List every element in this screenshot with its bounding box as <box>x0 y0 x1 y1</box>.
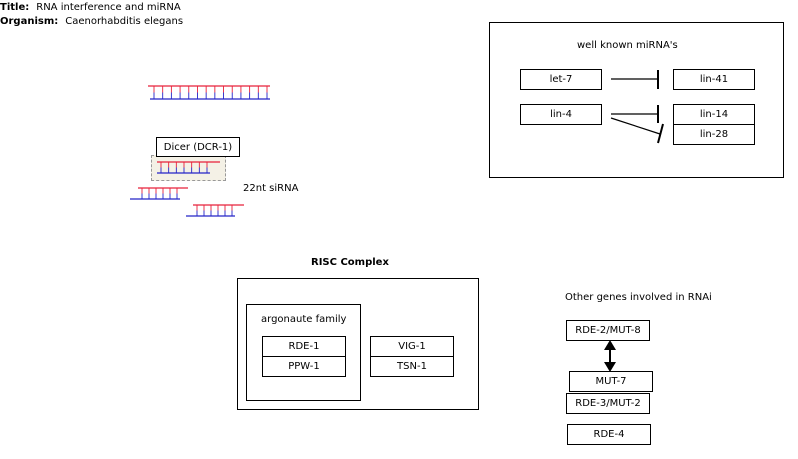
dicer-label: Dicer (DCR-1) <box>163 141 233 153</box>
gene-rde-4[interactable]: RDE-4 <box>567 424 651 445</box>
gene-label: VIG-1 <box>398 341 426 352</box>
organism-value: Caenorhabditis elegans <box>65 16 184 27</box>
dicer-box[interactable]: Dicer (DCR-1) <box>156 137 240 157</box>
gene-label: lin-14 <box>699 109 729 120</box>
organism-label: Organism: <box>0 16 59 27</box>
inhibition-bar-lin4-lin28 <box>657 123 664 144</box>
gene-label: RDE-1 <box>288 341 320 352</box>
rna-duplex-sirna-2 <box>186 204 244 217</box>
risc-title: RISC Complex <box>311 257 389 268</box>
gene-rde-2-mut-8[interactable]: RDE-2/MUT-8 <box>566 320 650 341</box>
gene-let-7[interactable]: let-7 <box>520 69 602 90</box>
gene-label: MUT-7 <box>595 376 627 387</box>
gene-label: lin-28 <box>699 129 729 140</box>
sirna-label: 22nt siRNA <box>243 183 299 194</box>
gene-lin-41[interactable]: lin-41 <box>673 69 755 90</box>
gene-label: let-7 <box>549 74 573 85</box>
gene-label: lin-41 <box>699 74 729 85</box>
gene-tsn-1[interactable]: TSN-1 <box>370 356 454 377</box>
gene-label: lin-4 <box>550 109 572 120</box>
gene-rde-3-mut-2[interactable]: RDE-3/MUT-2 <box>566 393 650 414</box>
arrowhead-up <box>604 340 616 350</box>
gene-label: TSN-1 <box>397 361 427 372</box>
mirna-panel-title: well known miRNA's <box>577 40 678 51</box>
organism-line: Organism: Caenorhabditis elegans <box>0 16 183 27</box>
title-label: Title: <box>0 2 30 13</box>
gene-ppw-1[interactable]: PPW-1 <box>262 356 346 377</box>
inhibition-line-lin4-lin28 <box>610 117 661 135</box>
mirna-panel <box>489 22 784 178</box>
title-line: Title: RNA interference and miRNA <box>0 2 181 13</box>
arrowhead-down <box>604 362 616 372</box>
gene-label: RDE-2/MUT-8 <box>575 325 641 336</box>
rna-duplex-sirna-1 <box>130 187 188 200</box>
gene-label: RDE-4 <box>593 429 625 440</box>
title-value: RNA interference and miRNA <box>36 2 181 13</box>
other-genes-title: Other genes involved in RNAi <box>565 292 712 303</box>
rna-duplex-sirna-in-dicer <box>157 161 220 174</box>
argonaute-title: argonaute family <box>261 314 347 325</box>
gene-lin-4[interactable]: lin-4 <box>520 104 602 125</box>
gene-label: PPW-1 <box>288 361 320 372</box>
gene-mut-7[interactable]: MUT-7 <box>569 371 653 392</box>
rna-duplex-long-dsrna <box>148 85 270 100</box>
gene-lin-28[interactable]: lin-28 <box>673 124 755 145</box>
gene-label: RDE-3/MUT-2 <box>575 398 641 409</box>
